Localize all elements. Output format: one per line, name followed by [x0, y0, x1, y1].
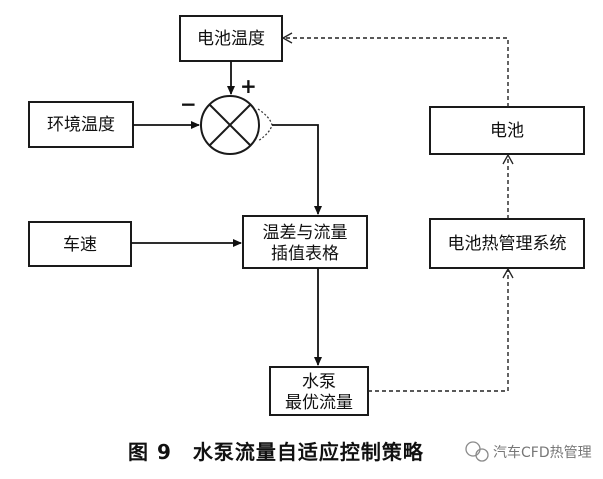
pump-flow-box: 水泵 最优流量 — [269, 366, 369, 416]
ambient-temp-label: 环境温度 — [47, 115, 115, 135]
minus-sign: − — [180, 92, 197, 116]
arrow-junction-to-table — [272, 124, 322, 215]
battery-temp-box: 电池温度 — [179, 15, 283, 62]
btms-box: 电池热管理系统 — [429, 218, 585, 269]
arrow-pump-to-btms — [368, 267, 514, 392]
wechat-icon — [465, 441, 489, 462]
btms-label: 电池热管理系统 — [448, 234, 567, 254]
arrow-battery-to-battery-temp — [281, 32, 509, 107]
vehicle-speed-label: 车速 — [63, 235, 97, 255]
pump-flow-label-line1: 水泵 — [302, 372, 336, 392]
plus-sign: + — [240, 74, 257, 98]
lookup-table-label-line2: 插值表格 — [271, 244, 339, 264]
battery-temp-label: 电池温度 — [197, 29, 265, 49]
lookup-table-label-line1: 温差与流量 — [263, 223, 348, 243]
watermark: 汽车CFD热管理 — [465, 441, 592, 462]
battery-box: 电池 — [429, 106, 585, 155]
battery-label: 电池 — [490, 121, 524, 141]
pump-flow-label-line2: 最优流量 — [285, 393, 353, 413]
figure-caption: 图 9 水泵流量自适应控制策略 — [128, 440, 424, 464]
vehicle-speed-box: 车速 — [28, 221, 132, 267]
summing-junction: + − — [180, 74, 273, 155]
lookup-table-box: 温差与流量 插值表格 — [242, 215, 368, 269]
ambient-temp-box: 环境温度 — [28, 101, 134, 148]
watermark-text: 汽车CFD热管理 — [493, 444, 592, 461]
